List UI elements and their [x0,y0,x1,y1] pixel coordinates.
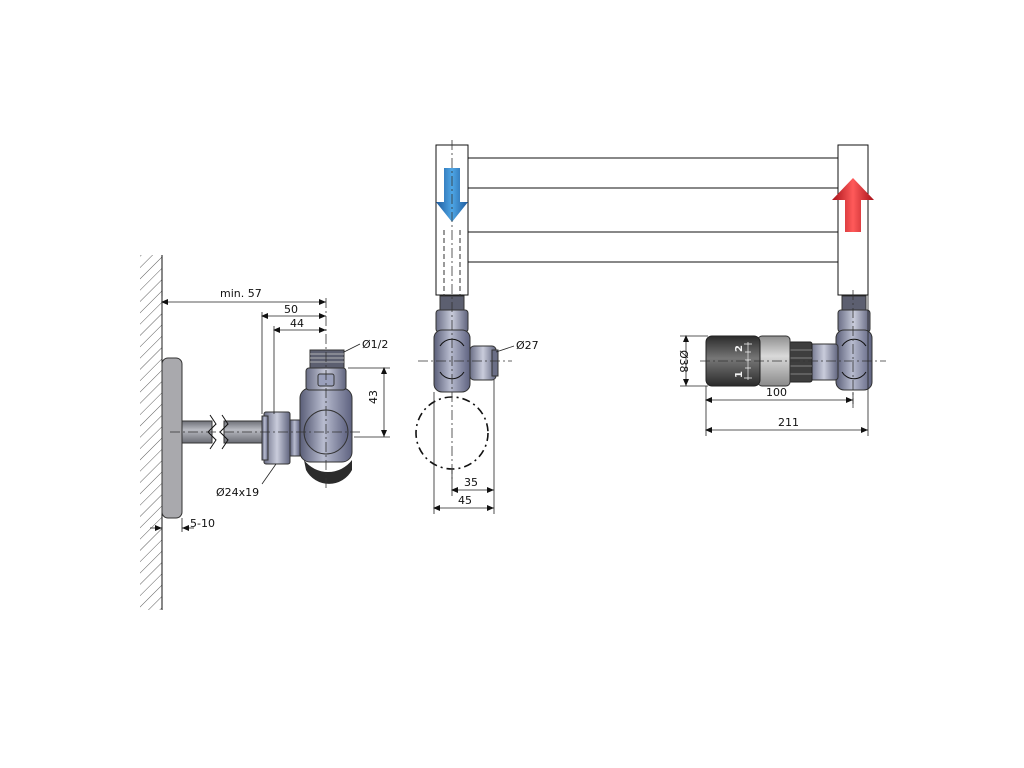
dim-35: 35 [464,476,478,489]
nut-ring [261,415,269,461]
right-hex [837,309,871,333]
label-27: Ø27 [516,339,539,352]
dim-50: 50 [284,303,298,316]
wall-hatch [140,255,162,610]
knob-mark-2: 2 [734,345,745,352]
front-view: Ø27 35 45 [415,140,838,514]
label-pipe: Ø24x19 [216,486,259,499]
wall-rosette [161,357,183,519]
arrow-up-icon [832,178,874,232]
right-thread [841,295,867,311]
nut-collar [289,419,301,457]
right-view: 2 1 Ø38 100 211 [677,144,886,436]
dim-wall: 5-10 [190,517,215,530]
dim-38: Ø38 [677,350,690,373]
dim-100: 100 [766,386,787,399]
label-thread: Ø1/2 [362,338,388,351]
radiator-rails [468,157,838,263]
side-view: min. 57 50 44 Ø1/2 43 Ø24x19 5-10 [140,255,390,610]
head-nut [787,341,813,383]
knob-scale [744,342,752,380]
dim-44: 44 [290,317,304,330]
valve-elbow-shadow [304,460,352,484]
dim-43: 43 [367,390,380,404]
dim-45: 45 [458,494,472,507]
head-nut-ribs [788,349,812,375]
right-side-body [809,343,839,381]
valve-thread [309,349,345,369]
dim-211: 211 [778,416,799,429]
knob-mark-1: 1 [734,371,745,378]
front-side-cap [491,349,499,377]
thread-lines [310,353,344,363]
dim-min57: min. 57 [220,287,262,300]
